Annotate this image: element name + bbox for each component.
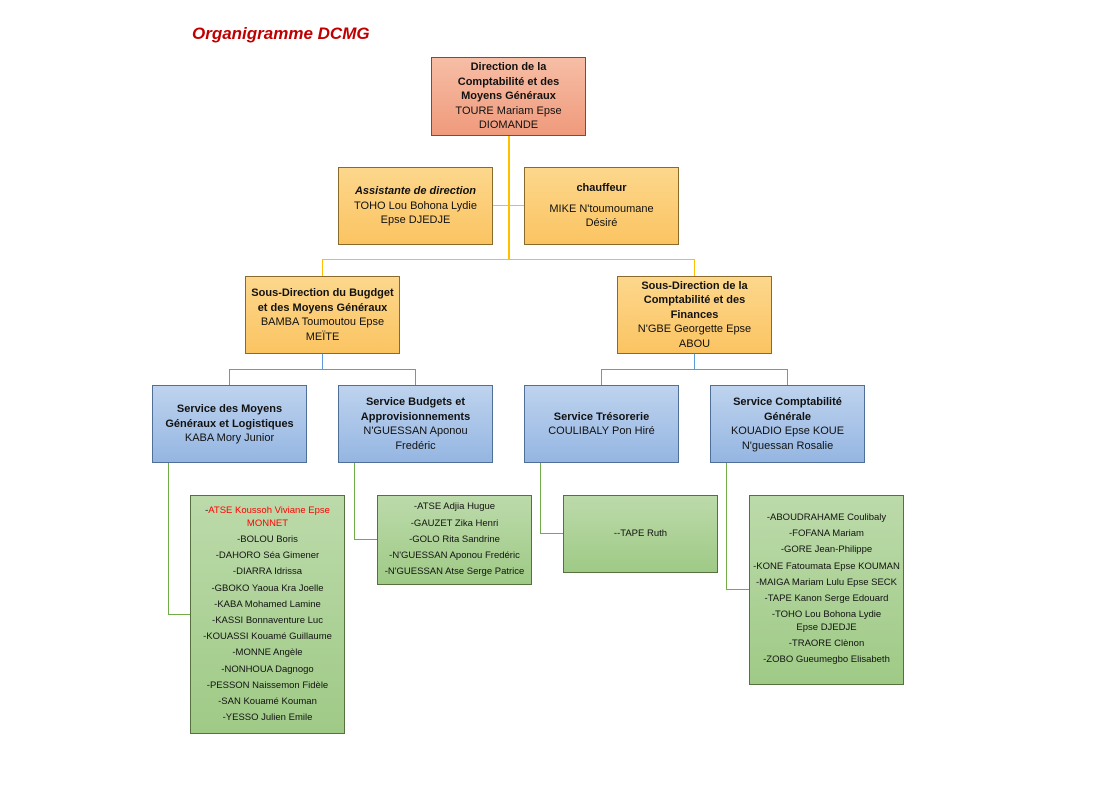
connector-sd2-horizontal: [601, 369, 788, 370]
member-item: --TAPE Ruth: [613, 527, 668, 539]
member-item: -PESSON Naissemon Fidèle: [206, 679, 329, 691]
service-title: Service des Moyens Généraux et Logistiqu…: [165, 403, 294, 430]
assistant-node[interactable]: Assistante de direction TOHO Lou Bohona …: [338, 167, 493, 245]
member-item: -N'GUESSAN Aponou Fredéric: [389, 550, 520, 562]
connector-sd1-horizontal: [229, 369, 416, 370]
member-item: -YESSO Julien Emile: [222, 712, 313, 724]
member-item: -SAN Kouamé Kouman: [218, 696, 317, 708]
connector-svc2-members-v: [354, 462, 355, 540]
sous-direction-compta-node[interactable]: Sous-Direction de la Comptabilité et des…: [617, 276, 772, 354]
connector-direction-trunk: [508, 135, 510, 260]
member-item: -TAPE Kanon Serge Edouard: [764, 593, 889, 605]
connector-sd1-left: [229, 369, 230, 385]
service-title: Service Budgets et Approvisionnements: [360, 396, 471, 423]
member-item: -DIARRA Idrissa: [232, 566, 303, 578]
connector-svc3-members-v: [540, 462, 541, 534]
connector-svc1-members-v: [168, 462, 169, 615]
assistant-person: TOHO Lou Bohona Lydie Epse DJEDJE: [354, 199, 477, 227]
service-comptabilite-node[interactable]: Service Comptabilité Générale KOUADIO Ep…: [710, 385, 865, 463]
member-item: -N'GUESSAN Atse Serge Patrice: [384, 566, 525, 578]
member-item: -MAIGA Mariam Lulu Epse SECK: [756, 576, 897, 588]
direction-title: Direction de la Comptabilité et des Moye…: [457, 61, 560, 103]
sous-direction-budget-person: BAMBA Toumoutou Epse MEÏTE: [260, 316, 385, 343]
sous-direction-budget-node[interactable]: Sous-Direction du Bugdget et des Moyens …: [245, 276, 400, 354]
member-item: -KASSI Bonnaventure Luc: [212, 615, 323, 627]
member-item: -ABOUDRAHAME Coulibaly: [766, 512, 887, 523]
member-item: -GBOKO Yaoua Kra Joelle: [211, 582, 324, 594]
member-item: -KONE Fatoumata Epse KOUMAN: [753, 560, 900, 572]
member-item: -GOLO Rita Sandrine: [409, 533, 500, 545]
connector-svc3-members-h: [540, 533, 563, 534]
service-person: KOUADIO Epse KOUE N'guessan Rosalie: [730, 425, 845, 452]
sous-direction-compta-person: N'GBE Georgette Epse ABOU: [637, 323, 752, 350]
member-item-highlighted: -ATSE Koussoh Viviane Epse MONNET: [205, 505, 330, 529]
member-item: -GAUZET Zika Henri: [410, 517, 499, 529]
service-person: COULIBALY Pon Hiré: [548, 425, 655, 437]
member-item: -DAHORO Séa Gimener: [215, 550, 320, 562]
member-item: -FOFANA Mariam: [789, 528, 864, 540]
service-title: Service Trésorerie: [553, 410, 650, 423]
connector-staff-right: [509, 205, 524, 206]
driver-node[interactable]: chauffeur MIKE N'toumoumane Désiré: [524, 167, 679, 245]
connector-sd2-trunk: [694, 353, 695, 369]
member-item: -BOLOU Boris: [237, 534, 298, 545]
member-item: -TRAORE Clènon: [788, 638, 865, 650]
chart-title: Organigramme DCMG: [192, 24, 370, 43]
connector-staff-left: [492, 205, 509, 206]
member-item: -KOUASSI Kouamé Guillaume: [203, 631, 332, 643]
direction-person: TOURE Mariam Epse DIOMANDE: [455, 104, 562, 132]
connector-svc2-members-h: [354, 539, 377, 540]
connector-sd1-right: [415, 369, 416, 385]
members-comptabilite: -ABOUDRAHAME Coulibaly -FOFANA Mariam -G…: [749, 495, 904, 685]
member-item: -NONHOUA Dagnogo: [221, 663, 314, 675]
members-tresorerie: --TAPE Ruth: [563, 495, 718, 573]
driver-person: MIKE N'toumoumane Désiré: [549, 202, 654, 230]
service-person: KABA Mory Junior: [184, 432, 275, 445]
member-item: -ZOBO Gueumegbo Elisabeth: [763, 654, 890, 666]
member-item: -ATSE Adjia Hugue: [413, 501, 496, 513]
sous-direction-budget-title: Sous-Direction du Bugdget et des Moyens …: [251, 287, 394, 314]
sous-direction-compta-title: Sous-Direction de la Comptabilité et des…: [641, 279, 748, 321]
connector-svc4-members-h: [726, 589, 749, 590]
member-item: -MONNE Angèle: [232, 647, 303, 659]
member-item: -TOHO Lou Bohona Lydie Epse DJEDJE: [771, 609, 882, 633]
member-item: -KABA Mohamed Lamine: [214, 598, 321, 610]
connector-sd2-right: [787, 369, 788, 385]
connector-sd-horizontal: [322, 259, 695, 260]
service-budgets-node[interactable]: Service Budgets et Approvisionnements N'…: [338, 385, 493, 463]
connector-sd-right: [694, 259, 695, 276]
member-item: -GORE Jean-Philippe: [780, 544, 873, 556]
connector-svc1-members-h: [168, 614, 190, 615]
service-person: N'GUESSAN Aponou Fredéric: [363, 425, 468, 452]
driver-title: chauffeur: [576, 182, 627, 195]
service-moyens-generaux-node[interactable]: Service des Moyens Généraux et Logistiqu…: [152, 385, 307, 463]
connector-svc4-members-v: [726, 462, 727, 590]
members-budgets: -ATSE Adjia Hugue -GAUZET Zika Henri -GO…: [377, 495, 532, 585]
service-tresorerie-node[interactable]: Service Trésorerie COULIBALY Pon Hiré: [524, 385, 679, 463]
direction-node[interactable]: Direction de la Comptabilité et des Moye…: [431, 57, 586, 136]
assistant-title: Assistante de direction: [354, 185, 477, 198]
connector-sd-left: [322, 259, 323, 276]
members-moyens-generaux: -ATSE Koussoh Viviane Epse MONNET -BOLOU…: [190, 495, 345, 734]
service-title: Service Comptabilité Générale: [733, 396, 842, 423]
connector-sd1-trunk: [322, 353, 323, 369]
connector-sd2-left: [601, 369, 602, 385]
